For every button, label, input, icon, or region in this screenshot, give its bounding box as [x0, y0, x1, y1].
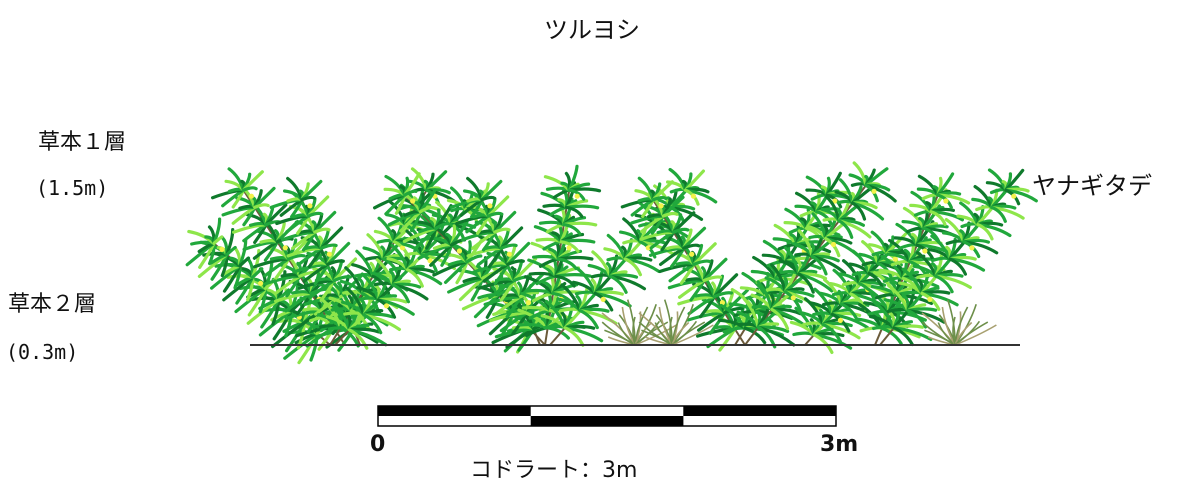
small-grass-tuft [601, 299, 677, 346]
layer1-label: 草本１層 [38, 130, 127, 155]
reed-stem [855, 172, 971, 346]
scale-bar [377, 405, 837, 427]
quadrat-caption: コドラート：3m [470, 458, 638, 483]
small-grass-tuft [921, 299, 997, 346]
scale-tick-0: 0 [370, 432, 386, 457]
diagram-title: ツルヨシ [544, 16, 640, 44]
scale-bar-segment [378, 406, 531, 416]
scale-bar-segment [530, 416, 684, 426]
layer2-label: 草本２層 [8, 292, 97, 317]
reed-stem [868, 168, 1038, 347]
species-label: ヤナギタデ [1032, 172, 1152, 200]
layer2-height: (0.3m) [6, 340, 79, 364]
scale-tick-3m: 3m [820, 432, 859, 457]
layer1-height: (1.5m) [36, 176, 109, 200]
reed-stem [789, 230, 919, 354]
reed-plants [185, 161, 1038, 365]
small-grass-tuft [638, 299, 714, 346]
reed-stem [736, 161, 897, 349]
scale-bar-segment [683, 406, 836, 416]
